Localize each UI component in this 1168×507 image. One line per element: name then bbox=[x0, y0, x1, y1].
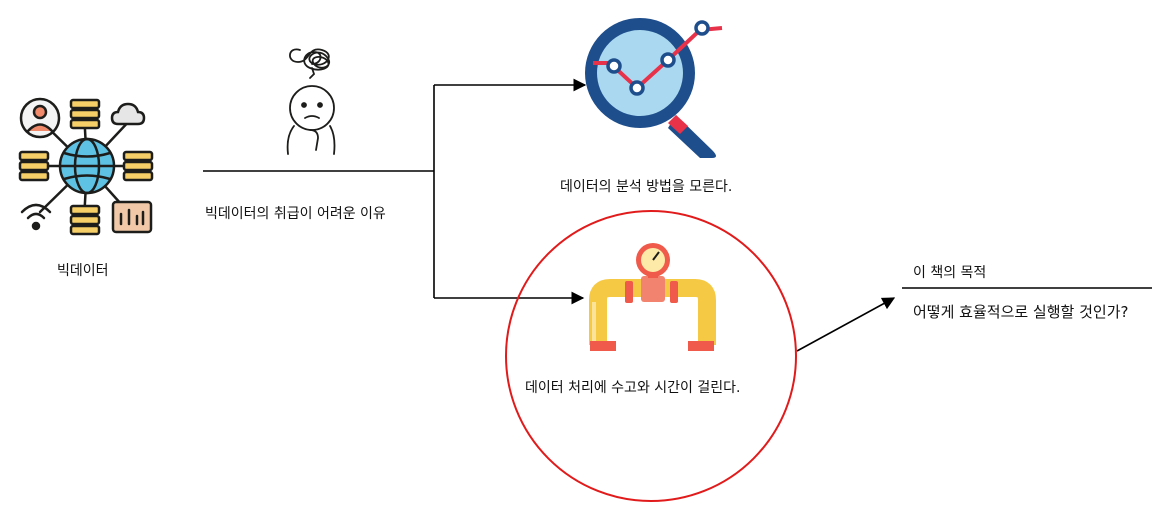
analysis-label: 데이터의 분석 방법을 모른다. bbox=[560, 179, 733, 195]
magnifier-chart-icon bbox=[585, 18, 723, 158]
purpose-text: 어떻게 효율적으로 실행할 것인가? bbox=[913, 303, 1129, 321]
bigdata-label: 빅데이터 bbox=[57, 263, 109, 279]
network-globe-icon bbox=[18, 97, 154, 236]
connector-lines bbox=[203, 78, 1152, 352]
difficulty-label: 빅데이터의 취급이 어려운 이유 bbox=[205, 206, 386, 222]
highlight-circle bbox=[505, 210, 797, 502]
purpose-title: 이 책의 목적 bbox=[913, 265, 987, 281]
confused-person-icon bbox=[286, 48, 336, 155]
pipe-gauge-icon bbox=[589, 243, 716, 351]
processing-label: 데이터 처리에 수고와 시간이 걸린다. bbox=[525, 380, 741, 396]
